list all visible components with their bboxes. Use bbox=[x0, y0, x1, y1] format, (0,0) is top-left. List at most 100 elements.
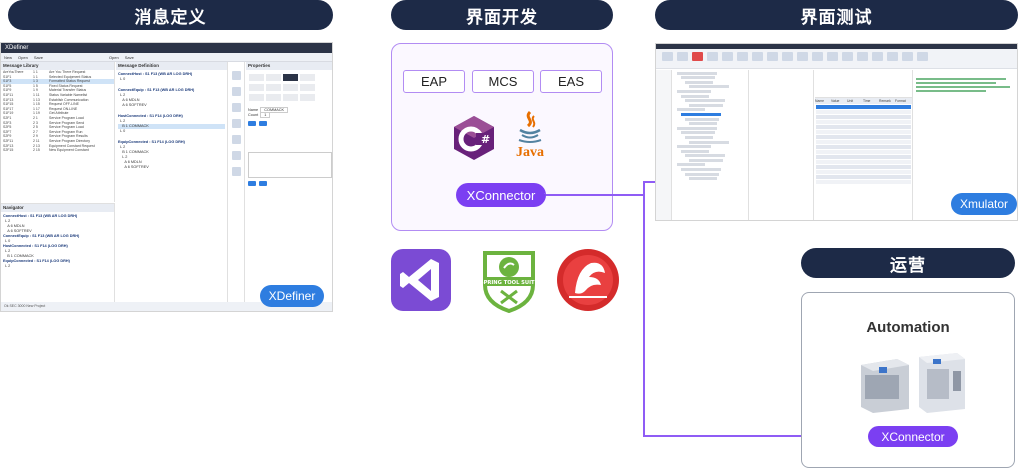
tree-row[interactable] bbox=[677, 89, 711, 93]
tree-row[interactable] bbox=[681, 76, 715, 80]
tool-icon[interactable] bbox=[232, 135, 241, 144]
table-row[interactable] bbox=[816, 105, 911, 109]
ribbon-icon[interactable] bbox=[737, 52, 748, 61]
add-button[interactable] bbox=[259, 121, 267, 126]
tree-row[interactable] bbox=[685, 154, 725, 158]
tree-row[interactable] bbox=[681, 131, 715, 135]
add-button[interactable] bbox=[248, 181, 256, 186]
def-item[interactable]: ConnectHost : S1 F13 (WB AR LOG DRH) bbox=[118, 72, 193, 76]
ribbon-icon[interactable] bbox=[827, 52, 838, 61]
ribbon-icon[interactable] bbox=[917, 52, 928, 61]
tree-row[interactable] bbox=[685, 117, 719, 121]
tool-icon[interactable] bbox=[232, 151, 241, 160]
tree-row[interactable] bbox=[677, 145, 711, 149]
table-row[interactable] bbox=[816, 135, 911, 139]
ribbon-icon[interactable] bbox=[662, 52, 673, 61]
table-row[interactable] bbox=[816, 165, 911, 169]
add-button[interactable] bbox=[248, 121, 256, 126]
tool-icon[interactable] bbox=[232, 87, 241, 96]
table-row[interactable] bbox=[816, 115, 911, 119]
ribbon-icon[interactable] bbox=[842, 52, 853, 61]
tree-row[interactable] bbox=[685, 135, 713, 139]
table-row[interactable] bbox=[816, 120, 911, 124]
table-row[interactable] bbox=[816, 180, 911, 184]
ribbon-icon[interactable] bbox=[767, 52, 778, 61]
tree-row[interactable] bbox=[677, 163, 705, 167]
def-item[interactable]: HostConnected : S1 F14 (LOG DRH) bbox=[118, 114, 183, 118]
ribbon-icon[interactable] bbox=[752, 52, 763, 61]
count-field[interactable]: 1 bbox=[260, 112, 271, 118]
tree-row[interactable] bbox=[689, 103, 723, 107]
tree-row[interactable] bbox=[681, 168, 721, 172]
table-row[interactable] bbox=[816, 125, 911, 129]
tree-row[interactable] bbox=[689, 85, 729, 89]
tree-row[interactable] bbox=[677, 126, 717, 130]
tree-row[interactable] bbox=[681, 94, 709, 98]
ribbon-icon[interactable] bbox=[722, 52, 733, 61]
nav-item[interactable]: ConnectHost : S1 F13 (WB AR LOG DRH) bbox=[3, 214, 78, 218]
ribbon-icon[interactable] bbox=[812, 52, 823, 61]
table-row[interactable] bbox=[816, 145, 911, 149]
tree-row[interactable] bbox=[685, 99, 725, 103]
menu-item[interactable]: Save bbox=[33, 54, 43, 60]
tool-icon[interactable] bbox=[232, 167, 241, 176]
add-button[interactable] bbox=[259, 181, 267, 186]
ribbon-icon[interactable] bbox=[902, 52, 913, 61]
tree-row[interactable] bbox=[677, 108, 705, 112]
table-row[interactable] bbox=[816, 170, 911, 174]
tool-icon[interactable] bbox=[232, 71, 241, 80]
ribbon-icon[interactable] bbox=[782, 52, 793, 61]
menu-item[interactable]: Save bbox=[124, 54, 134, 60]
tree-row[interactable] bbox=[689, 158, 723, 162]
nav-item[interactable]: EquipConnected : S1 F14 (LOG DRH) bbox=[3, 259, 70, 263]
table-row[interactable] bbox=[816, 140, 911, 144]
menu-item[interactable]: Open bbox=[108, 54, 119, 60]
ribbon-icon[interactable] bbox=[797, 52, 808, 61]
def-item[interactable]: ConnectEquip : S1 F13 (WB AR LOG DRH) bbox=[118, 88, 195, 92]
table-row[interactable] bbox=[816, 155, 911, 159]
table-row[interactable] bbox=[816, 130, 911, 134]
ribbon-icon[interactable] bbox=[707, 52, 718, 61]
tree-row[interactable] bbox=[681, 112, 721, 116]
ribbon-icon[interactable] bbox=[677, 52, 688, 61]
table-row[interactable] bbox=[816, 150, 911, 154]
ribbon-icon[interactable] bbox=[692, 52, 703, 61]
ribbon-icon[interactable] bbox=[887, 52, 898, 61]
tree-row[interactable] bbox=[689, 122, 717, 126]
name-field[interactable]: COMMACK bbox=[260, 107, 289, 113]
tree-row[interactable] bbox=[689, 140, 729, 144]
tree-row[interactable] bbox=[685, 80, 713, 84]
table-row[interactable] bbox=[816, 160, 911, 164]
menu-item[interactable]: New bbox=[4, 54, 13, 60]
tree-row[interactable] bbox=[677, 71, 717, 75]
tree-row[interactable] bbox=[689, 177, 717, 181]
ribbon-icon[interactable] bbox=[872, 52, 883, 61]
tool-icon[interactable] bbox=[232, 119, 241, 128]
tree-row[interactable] bbox=[681, 149, 709, 153]
nav-item[interactable]: ConnectEquip : S1 F13 (WB AR LOG DRH) bbox=[3, 234, 80, 238]
def-item[interactable]: EquipConnected : S1 F14 (LOG DRH) bbox=[118, 140, 185, 144]
menu-item[interactable]: Open bbox=[18, 54, 28, 60]
tool-icon[interactable] bbox=[232, 103, 241, 112]
table-row[interactable] bbox=[816, 175, 911, 179]
nav-item[interactable]: HostConnected : S1 F14 (LOG DRH) bbox=[3, 244, 68, 248]
ribbon-icon[interactable] bbox=[857, 52, 868, 61]
